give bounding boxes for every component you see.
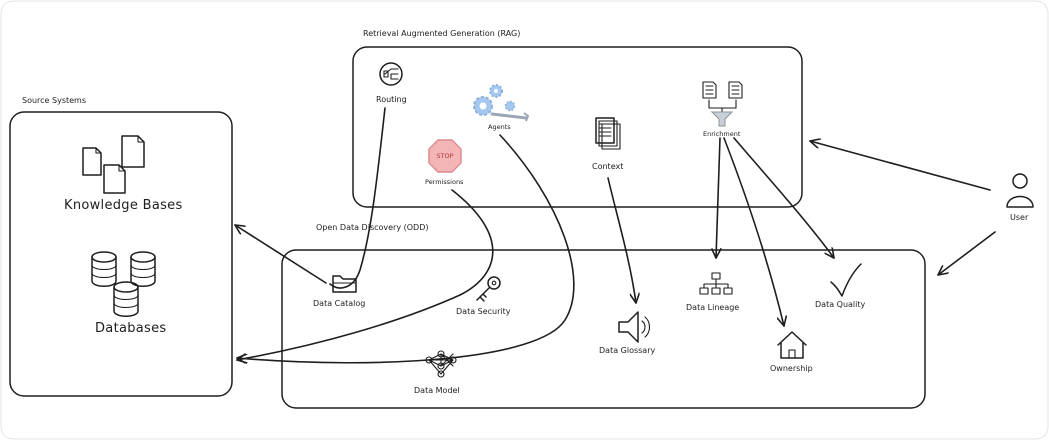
context-label: Context: [592, 162, 623, 171]
stop-sign-icon: STOP: [428, 139, 462, 173]
routing-icon: [379, 62, 403, 86]
arrow-enrichment-to-ownership: [723, 137, 784, 327]
data-lineage-hierarchy-icon: [699, 272, 733, 295]
user-label: User: [1010, 213, 1029, 222]
arrow-catalog-to-source: [234, 224, 327, 284]
data-catalog-folder-icon: [332, 275, 357, 293]
arrow-enrichment-to-lineage: [716, 137, 720, 259]
user-icon: [1006, 173, 1034, 208]
source-systems-container: [9, 111, 233, 397]
data-model-label: Data Model: [414, 386, 460, 395]
data-glossary-speaker-icon: [618, 311, 651, 343]
knowledge-bases-icon: [82, 135, 145, 194]
context-document-icon: [595, 117, 621, 150]
odd-title: Open Data Discovery (ODD): [316, 223, 428, 232]
arrow-user-to-rag: [809, 141, 991, 191]
ownership-house-icon: [777, 331, 807, 359]
routing-label: Routing: [376, 95, 407, 104]
data-model-network-icon: [425, 350, 457, 378]
data-security-label: Data Security: [456, 307, 511, 316]
enrichment-label: Enrichment: [703, 130, 741, 138]
rag-title: Retrieval Augmented Generation (RAG): [363, 29, 520, 38]
odd-container: [281, 249, 926, 409]
data-quality-check-icon: [830, 263, 862, 297]
rag-container: [352, 46, 803, 208]
data-glossary-label: Data Glossary: [599, 346, 655, 355]
arrow-context-to-glossary: [607, 177, 636, 304]
arrow-user-to-odd: [937, 231, 996, 276]
arrow-routing-to-catalog: [329, 107, 386, 289]
ownership-label: Ownership: [770, 364, 813, 373]
svg-text:STOP: STOP: [436, 152, 453, 160]
permissions-label: Permissions: [425, 178, 464, 186]
agents-label: Agents: [488, 123, 511, 131]
data-security-key-icon: [476, 276, 501, 302]
source-systems-title: Source Systems: [22, 96, 86, 105]
data-catalog-label: Data Catalog: [313, 299, 365, 308]
arrow-permissions-to-source: [236, 189, 494, 360]
databases-icon: [91, 251, 156, 317]
knowledge-bases-label: Knowledge Bases: [64, 198, 183, 213]
databases-label: Databases: [95, 321, 167, 336]
arrow-agents-to-source: [236, 134, 575, 363]
enrichment-funnel-icon: [702, 81, 743, 127]
data-lineage-label: Data Lineage: [686, 303, 739, 312]
arrow-enrichment-to-quality: [733, 137, 835, 259]
data-quality-label: Data Quality: [815, 300, 865, 309]
agents-gear-icon: [473, 84, 530, 122]
